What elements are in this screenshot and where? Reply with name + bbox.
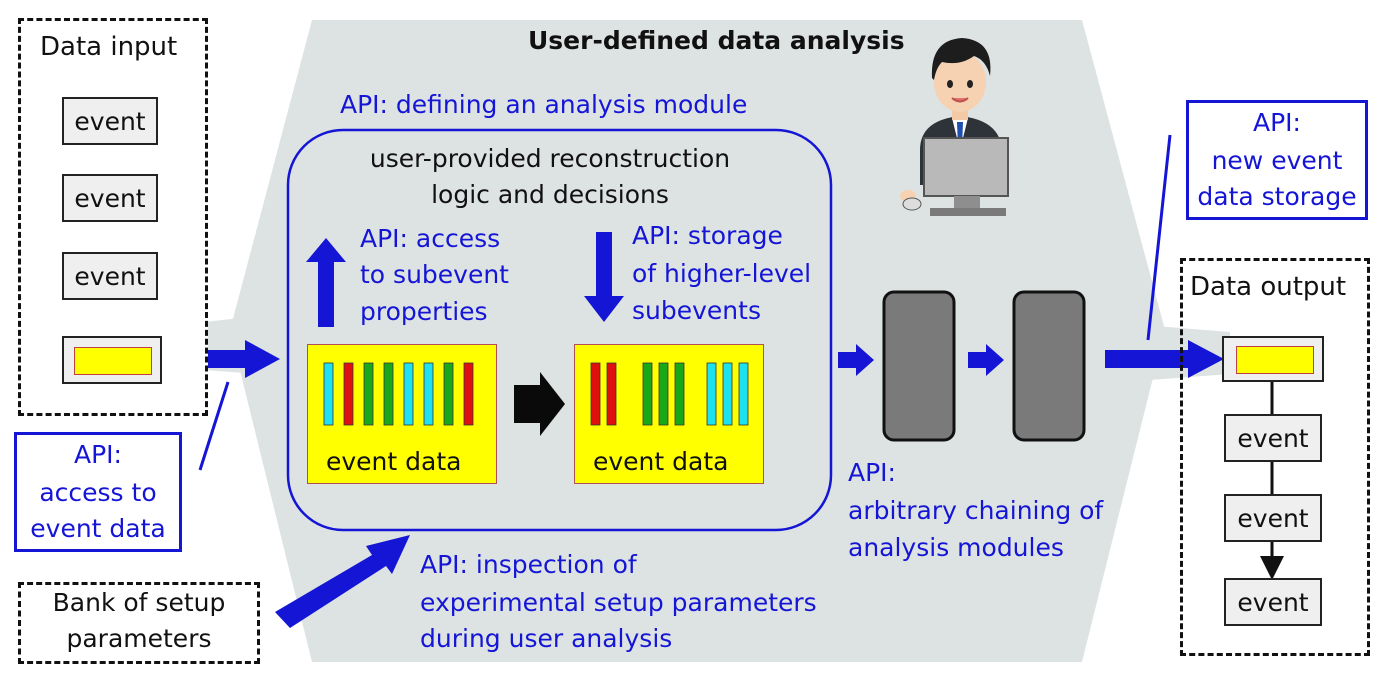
subevent-bar: [323, 362, 334, 426]
api-event-access-box: [14, 432, 182, 552]
data-output-panel: [1180, 258, 1370, 656]
subevent-bar: [642, 362, 653, 426]
api-new-storage-line2: new event: [1211, 146, 1343, 175]
diagram-title: User-defined data analysis: [528, 26, 905, 55]
current-event-fill: [74, 347, 152, 375]
api-new-storage-box: [1186, 100, 1368, 220]
current-event-fill: [1236, 346, 1314, 374]
data-input-label: Data input: [40, 32, 178, 62]
event-data-label-left: event data: [326, 447, 462, 476]
data-output-label: Data output: [1190, 272, 1347, 302]
input-event-2: event: [62, 174, 158, 222]
bank-label-line2: parameters: [66, 624, 212, 653]
analysis-module-frame: [286, 128, 833, 532]
output-arrowhead: [1260, 556, 1284, 580]
output-current-event: [1222, 336, 1324, 382]
arrow-right-icon: [1105, 340, 1224, 378]
api-chaining-line3: analysis modules: [848, 533, 1064, 562]
arrow-diagonal-icon: [275, 535, 410, 628]
input-current-event: [62, 336, 162, 384]
api-storage-sub-line1: API: storage: [632, 221, 783, 250]
subevent-bar: [658, 362, 669, 426]
chained-module-2: [1012, 290, 1086, 442]
api-event-access-line3: event data: [30, 514, 166, 543]
api-new-storage-line1: API:: [1253, 108, 1301, 137]
subevent-bar: [443, 362, 454, 426]
subevent-bar: [383, 362, 394, 426]
subevent-bars-right: [590, 362, 749, 426]
output-event-2: event: [1224, 494, 1322, 542]
logic-line1: user-provided reconstruction: [369, 144, 731, 173]
subevent-bar: [363, 362, 374, 426]
input-event-3: event: [62, 252, 158, 300]
arrow-right-icon: [514, 372, 565, 436]
arrow-up-icon: [306, 238, 346, 327]
subevent-bar: [706, 362, 717, 426]
pointer-line-input: [198, 381, 230, 471]
api-storage-sub-line2: of higher-level: [632, 259, 812, 288]
subevent-bar: [343, 362, 354, 426]
api-access-sub-line1: API: access: [360, 224, 501, 253]
event-data-label-right: event data: [593, 447, 729, 476]
event-data-block-right: event data: [574, 344, 764, 484]
pointer-line-output: [1146, 134, 1172, 341]
user-at-computer-icon: [900, 38, 1009, 216]
arrow-down-icon: [584, 232, 624, 322]
arrow-right-icon: [838, 344, 874, 376]
api-inspection-line3: during user analysis: [420, 624, 673, 653]
arrow-right-icon: [968, 344, 1004, 376]
chained-module-1: [882, 290, 956, 442]
api-new-storage-line3: data storage: [1197, 182, 1357, 211]
api-inspection-line2: experimental setup parameters: [420, 588, 817, 617]
output-event-3: event: [1224, 578, 1322, 626]
subevent-bars-left: [323, 362, 474, 426]
subevent-bar: [590, 362, 601, 426]
input-event-1: event: [62, 97, 158, 145]
subevent-bar: [423, 362, 434, 426]
api-event-access-line1: API:: [74, 440, 122, 469]
subevent-bar: [606, 362, 617, 426]
api-inspection-line1: API: inspection of: [420, 550, 637, 579]
api-chaining-line2: arbitrary chaining of: [848, 496, 1104, 525]
bank-setup-parameters-box: [18, 582, 260, 664]
output-event-1: event: [1224, 414, 1322, 462]
api-storage-sub-line3: subevents: [632, 296, 761, 325]
bank-label-line1: Bank of setup: [52, 588, 226, 617]
api-access-sub-line2: to subevent: [360, 260, 509, 289]
event-data-block-left: event data: [307, 344, 497, 484]
subevent-bar: [674, 362, 685, 426]
api-event-access-line2: access to: [39, 478, 157, 507]
api-chaining-line1: API:: [848, 458, 896, 487]
logic-line2: logic and decisions: [431, 180, 669, 209]
subevent-bar: [738, 362, 749, 426]
subevent-bar: [722, 362, 733, 426]
subevent-bar: [403, 362, 414, 426]
api-module-label: API: defining an analysis module: [340, 90, 748, 119]
arrow-right-icon: [170, 340, 280, 378]
subevent-bar: [463, 362, 474, 426]
api-access-sub-line3: properties: [360, 297, 488, 326]
